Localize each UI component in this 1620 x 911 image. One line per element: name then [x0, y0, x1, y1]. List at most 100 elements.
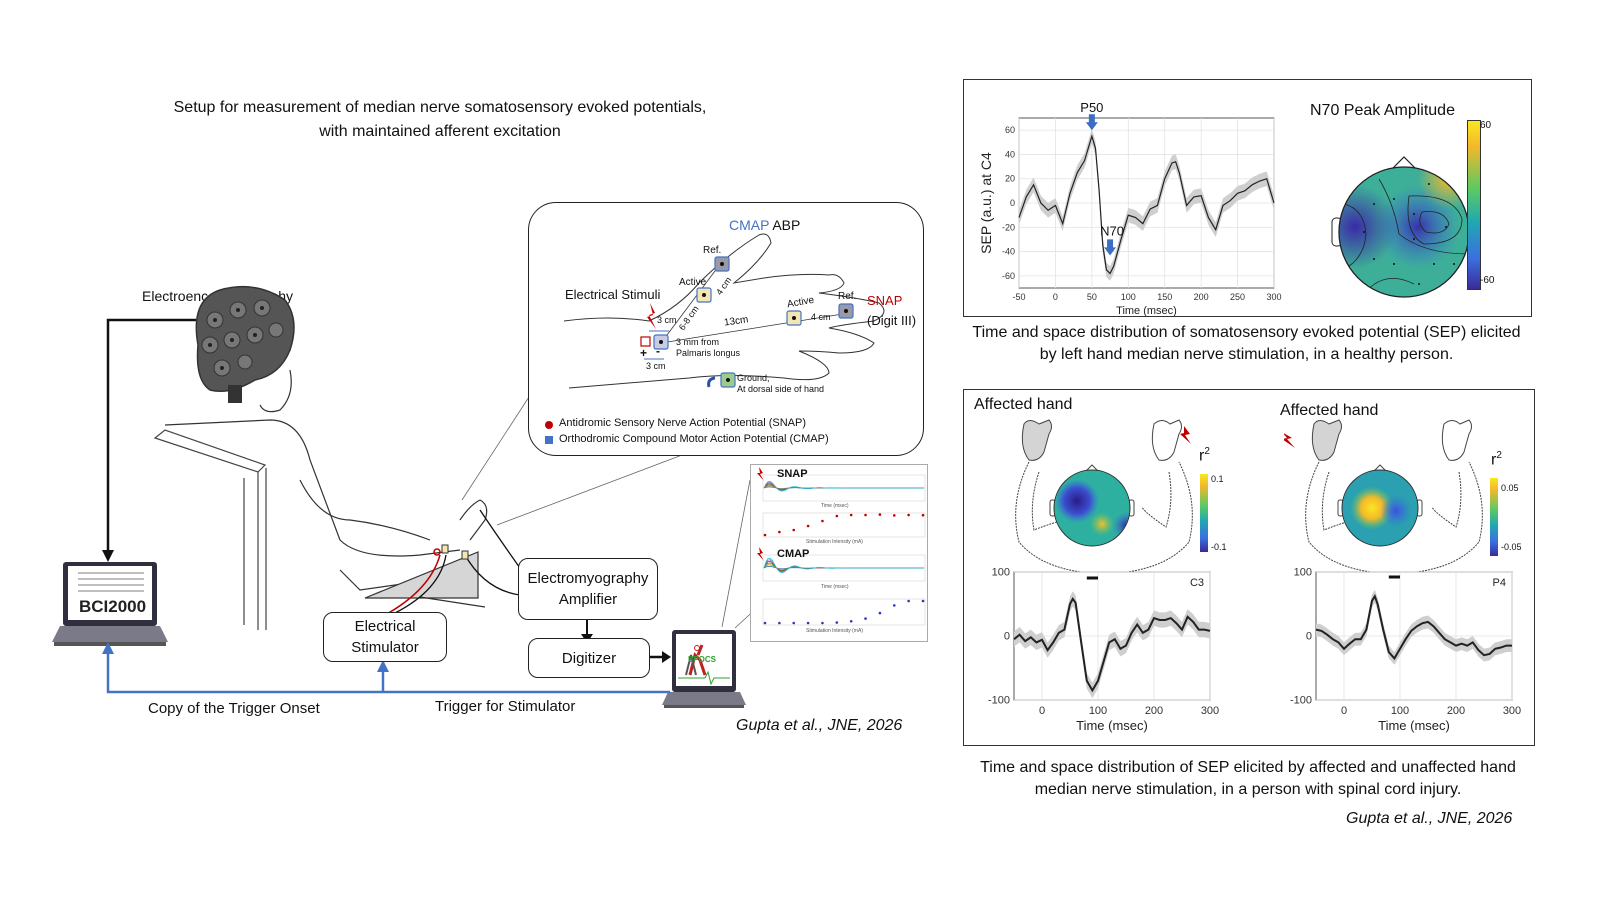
n70-topomap	[1331, 156, 1477, 298]
emg-amplifier-line1: Electromyography	[527, 570, 649, 587]
x-tick-label: 0	[1053, 292, 1058, 302]
electrical-stimulator-line1: Electrical	[354, 618, 416, 635]
snap-trace-title: SNAP	[777, 468, 808, 480]
snap-recruitment-point	[806, 524, 810, 528]
r2-text: r	[1491, 451, 1497, 469]
snap-recruitment-point	[778, 530, 781, 534]
snap-trace	[763, 482, 925, 491]
cmap-abp-title: CMAP ABP	[729, 217, 800, 233]
person-outline	[164, 369, 488, 591]
active-label-cmap: Active	[679, 277, 707, 288]
y-tick-label: 40	[1005, 149, 1015, 159]
lightning-bolt-icon	[647, 303, 656, 329]
affected-hand-icon-1	[1021, 419, 1052, 461]
snap-recruitment-point	[878, 513, 882, 516]
ground-line1: Ground,	[737, 373, 770, 383]
body-sketch-2	[1284, 419, 1483, 575]
stim-wire	[384, 554, 441, 616]
r2-colorbar-2	[1490, 478, 1498, 556]
cmap-recruitment-point	[763, 621, 767, 625]
snap-recruitment-point	[921, 513, 925, 517]
setup-title: Setup for measurement of median nerve so…	[173, 99, 707, 140]
x-axis-label: Time (msec)	[1076, 718, 1148, 733]
x-tick-label: 100	[1391, 705, 1409, 717]
trigger-stim-label: Trigger for Stimulator	[435, 698, 576, 715]
x-tick-label: -50	[1012, 292, 1025, 302]
snap-trace	[763, 481, 925, 492]
legend-cmap: Orthodromic Compound Motor Action Potent…	[559, 433, 829, 445]
snap-legend-marker	[545, 421, 553, 429]
x-tick-label: 50	[1087, 292, 1097, 302]
ref-label-cmap: Ref.	[703, 245, 722, 256]
x-tick-label: 300	[1266, 292, 1281, 302]
hand-electrode-inset: CMAP ABP Ref. Active 4 cm 6-8 cm Electri…	[528, 202, 924, 456]
peak-annotation-label: P50	[1080, 100, 1103, 115]
topo-colorbar	[1467, 120, 1481, 290]
cbar2-min: -0.05	[1501, 542, 1522, 552]
emg-plots	[757, 467, 926, 626]
x-tick-label: 150	[1157, 292, 1172, 302]
cmap-trace	[763, 561, 924, 572]
x-tick-label: 100	[1089, 705, 1107, 717]
topo-cbar-max: 60	[1480, 120, 1492, 131]
snap-recruitment-point	[849, 513, 853, 517]
snap-recruitment-point	[907, 513, 910, 517]
right-citation: Gupta et al., JNE, 2026	[1346, 810, 1513, 827]
snap-label: SNAP	[867, 293, 903, 308]
confidence-band	[1014, 591, 1210, 699]
channel-label: P4	[1493, 577, 1506, 589]
unaffected-hand-icon-2	[1441, 419, 1472, 461]
cmap-recruitment-point	[778, 621, 781, 625]
cmap-trace	[763, 557, 925, 573]
abp-label: ABP	[772, 217, 801, 233]
left-citation: Gupta et al., JNE, 2026	[736, 717, 903, 734]
affected-hand-icon-2	[1311, 419, 1342, 461]
ground-note: Ground,At dorsal side of hand	[737, 373, 824, 395]
y-tick-label: 0	[1306, 631, 1312, 643]
cbar2-max: 0.05	[1501, 483, 1519, 493]
digitizer-box: Digitizer	[528, 638, 650, 678]
snap-intensity-label: Stimulation Intensity (mA)	[806, 539, 863, 545]
r2-label-1: r2	[1199, 446, 1210, 465]
cmap-legend-marker	[545, 436, 553, 444]
topo-cbar-min: -60	[1480, 275, 1495, 286]
ground-line2: At dorsal side of hand	[737, 384, 825, 394]
r2-topomap-1	[1049, 464, 1135, 547]
minus-label: -	[656, 344, 660, 358]
curved-arrow-icon	[707, 376, 716, 388]
cmap-recruitment-point	[806, 621, 810, 625]
x-tick-label: 200	[1447, 705, 1465, 717]
sep-line	[1018, 134, 1275, 275]
x-tick-label: 0	[1039, 705, 1045, 717]
ref-label-snap: Ref.	[838, 291, 857, 302]
digit-label: (Digit III)	[867, 313, 917, 328]
emg-recording-inset: SNAP CMAP Time (msec) Stimulation Intens…	[750, 464, 928, 642]
eeg-arrowhead	[102, 550, 114, 562]
palmaris-line1: 3 mm from	[676, 337, 720, 347]
sci-sep-panel: Affected hand Affected hand r2 0.	[963, 389, 1535, 746]
y-tick-label: 0	[1010, 198, 1015, 208]
sep-line	[1315, 594, 1512, 661]
x-tick-label: 0	[1341, 705, 1347, 717]
lightning-bolt-icon	[1180, 426, 1191, 444]
peak-arrow-icon	[1104, 239, 1117, 256]
cmap-recruitment-point	[878, 611, 882, 615]
cmap-intensity-label: Stimulation Intensity (mA)	[806, 628, 863, 634]
x-tick-label: 300	[1201, 705, 1219, 717]
y-tick-label: 60	[1005, 125, 1015, 135]
epocs-laptop-icon	[662, 630, 746, 708]
trigger-copy-label: Copy of the Trigger Onset	[148, 700, 320, 717]
legend-snap: Antidromic Sensory Nerve Action Potentia…	[559, 417, 806, 429]
cmap-recruitment-point	[907, 599, 910, 603]
snap-stim-icon	[757, 467, 764, 481]
bci2000-label: BCI2000	[79, 597, 147, 616]
peak-arrow-icon	[1085, 114, 1098, 131]
eeg-connection-line	[106, 318, 196, 552]
cmap-recruitment-point	[921, 599, 925, 603]
snap-recruitment-point	[835, 514, 839, 518]
snap-recruitment-point	[892, 514, 896, 517]
snap-recruitment-point	[821, 519, 824, 523]
